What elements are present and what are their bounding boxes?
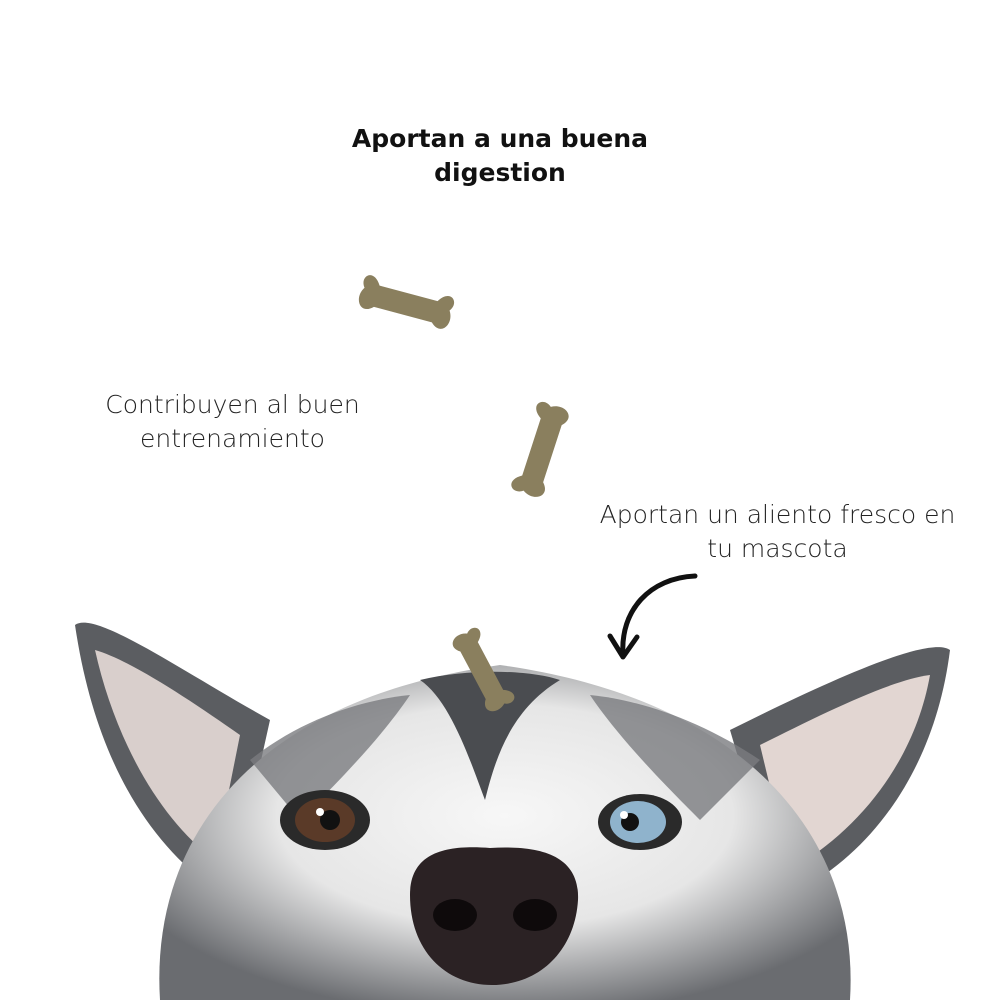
curved-arrow-icon	[607, 573, 698, 660]
benefit-training-line-2: entrenamiento	[140, 424, 325, 453]
treat-bone-1	[356, 273, 456, 331]
dog-nose	[410, 847, 579, 985]
benefit-breath-line-1: Aportan un aliento fresco en	[599, 500, 956, 529]
headline: Aportan a una buena digestion	[300, 122, 700, 190]
left-eye	[280, 790, 370, 850]
headline-line-1: Aportan a una buena	[351, 124, 649, 153]
benefit-training-line-1: Contribuyen al buen	[105, 390, 360, 419]
headline-line-2: digestion	[434, 158, 566, 187]
right-eye	[598, 794, 682, 850]
benefit-training: Contribuyen al buen entrenamiento	[60, 388, 405, 456]
treat-bone-2	[509, 399, 571, 500]
benefit-breath: Aportan un aliento fresco en tu mascota	[585, 498, 970, 566]
benefit-breath-line-2: tu mascota	[707, 534, 848, 563]
forehead-marking	[420, 671, 560, 800]
